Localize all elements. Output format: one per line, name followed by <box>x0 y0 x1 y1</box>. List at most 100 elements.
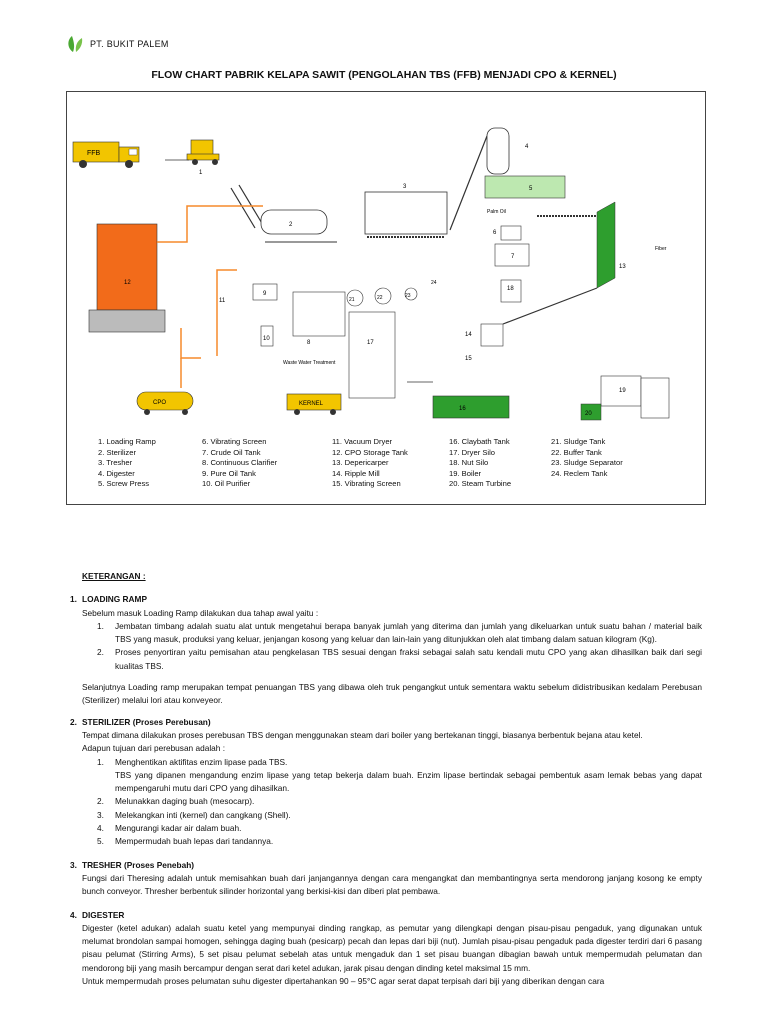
legend-item: 15. Vibrating Screen <box>332 479 401 489</box>
legend-item: 6. Vibrating Screen <box>202 437 267 446</box>
ffb-label: FFB <box>87 150 101 157</box>
paragraph: Fungsi dari Theresing adalah untuk memis… <box>82 872 702 897</box>
clarifier-icon: 8 Waste Water Treatment <box>283 291 346 366</box>
svg-text:6: 6 <box>493 230 497 236</box>
legend-item: 20. Steam Turbine <box>449 479 512 489</box>
brand-name: PT. BUKIT PALEM <box>90 39 169 49</box>
svg-text:Palm Oil: Palm Oil <box>487 209 506 215</box>
svg-text:22: 22 <box>377 295 383 301</box>
legend-column: 21. Sludge Tank 22. Buffer Tank 23. Slud… <box>551 437 623 479</box>
legend-item: 12. CPO Storage Tank <box>332 447 408 457</box>
legend-item: 24. Reclem Tank <box>551 468 608 478</box>
legend-item: 8. Continuous Clarifier <box>202 458 278 468</box>
legend-column: 11. Vacuum Dryer 12. CPO Storage Tank 13… <box>332 437 408 490</box>
brand-header: PT. BUKIT PALEM <box>66 34 169 54</box>
svg-text:21: 21 <box>349 297 355 303</box>
paragraph: Tempat dimana dilakukan proses perebusan… <box>82 729 643 740</box>
cpo-truck-icon: CPO <box>136 391 194 415</box>
svg-text:CPO: CPO <box>153 400 166 406</box>
svg-text:2: 2 <box>289 222 293 228</box>
legend-item: 11. Vacuum Dryer <box>332 437 393 446</box>
description-body: KETERANGAN : 1.LOADING RAMP Sebelum masu… <box>70 570 702 988</box>
svg-text:20: 20 <box>585 411 592 417</box>
leaf-logo-icon <box>68 36 83 52</box>
svg-text:24: 24 <box>431 280 437 286</box>
svg-text:17: 17 <box>367 340 374 346</box>
svg-text:5: 5 <box>529 186 533 192</box>
flow-chart-frame: FFB 1 2 3 4 <box>66 91 706 505</box>
claybath-tank-icon: 16 <box>432 395 510 419</box>
section-heading: 3.TRESHER (Proses Penebah) <box>70 859 195 870</box>
list-item-detail: TBS yang dipanen mengandung enzim lipase… <box>115 769 702 794</box>
ffb-truck-icon: FFB <box>72 141 140 168</box>
svg-text:10: 10 <box>263 336 270 342</box>
sterilizer-icon: 2 <box>260 209 337 243</box>
screw-press-icon: 5 <box>484 175 566 199</box>
legend-item: 22. Buffer Tank <box>551 447 602 457</box>
svg-text:15: 15 <box>465 356 472 362</box>
svg-text:3: 3 <box>403 184 407 190</box>
loader-icon <box>186 139 220 165</box>
paragraph: Digester (ketel adukan) adalah suatu ket… <box>82 922 702 973</box>
legend-item: 3. Tresher <box>98 458 133 468</box>
depericarper-icon: 13 Fiber <box>537 201 667 289</box>
legend-column: 6. Vibrating Screen 7. Crude Oil Tank 8.… <box>202 437 277 490</box>
legend-item: 5. Screw Press <box>98 479 150 489</box>
legend-item: 2. Sterilizer <box>98 447 136 457</box>
legend-item: 19. Boiler <box>449 468 482 478</box>
svg-text:7: 7 <box>511 254 515 260</box>
paragraph: Selanjutnya Loading ramp merupakan tempa… <box>82 682 702 706</box>
list-item: 5.Mempermudah buah lepas dari tandannya. <box>97 836 274 847</box>
legend-item: 16. Claybath Tank <box>449 437 510 446</box>
list-item: 2.Melunakkan daging buah (mesocarp). <box>97 796 255 807</box>
section-heading: 4.DIGESTER <box>70 909 125 920</box>
svg-text:9: 9 <box>263 291 267 297</box>
svg-text:19: 19 <box>619 388 626 394</box>
list-item: 4.Mengurangi kadar air dalam buah. <box>97 823 242 834</box>
legend-item: 23. Sludge Separator <box>551 458 623 468</box>
paragraph: Sebelum masuk Loading Ramp dilakukan dua… <box>82 607 319 618</box>
dryer-silo-icon: 17 <box>348 311 396 399</box>
legend-item: 7. Crude Oil Tank <box>202 447 261 457</box>
keterangan-heading: KETERANGAN : <box>82 571 146 581</box>
svg-text:11: 11 <box>219 298 226 304</box>
legend-item: 18. Nut Silo <box>449 458 489 468</box>
svg-text:16: 16 <box>459 406 466 412</box>
page-title: FLOW CHART PABRIK KELAPA SAWIT (PENGOLAH… <box>151 69 617 81</box>
legend-item: 4. Digester <box>98 468 135 478</box>
svg-text:18: 18 <box>507 286 514 292</box>
paragraph: Untuk mempermudah proses pelumatan suhu … <box>82 976 605 987</box>
paragraph: Adapun tujuan dari perebusan adalah : <box>82 743 226 754</box>
thresher-icon: 3 <box>364 184 448 238</box>
svg-text:8: 8 <box>307 340 311 346</box>
section-heading: 2.STERILIZER (Proses Perebusan) <box>70 716 211 727</box>
list-item: 1.Menghentikan aktifitas enzim lipase pa… <box>97 756 288 767</box>
legend-column: 16. Claybath Tank 17. Dryer Silo 18. Nut… <box>449 437 511 490</box>
boiler-icon: 19 20 <box>580 375 670 421</box>
legend-item: 13. Depericarper <box>332 458 389 468</box>
legend-item: 9. Pure Oil Tank <box>202 468 256 478</box>
legend-item: 21. Sludge Tank <box>551 437 606 446</box>
section-heading: 1.LOADING RAMP <box>70 594 147 605</box>
legend-item: 1. Loading Ramp <box>98 437 156 446</box>
svg-text:23: 23 <box>405 293 411 299</box>
legend-item: 17. Dryer Silo <box>449 447 496 457</box>
process-diagram: FFB 1 2 3 4 <box>72 127 670 421</box>
list-item: 1.Jembatan timbang adalah suatu alat unt… <box>97 620 702 645</box>
svg-text:13: 13 <box>619 264 626 270</box>
svg-text:4: 4 <box>525 144 529 150</box>
cpo-storage-tank-icon: 12 <box>88 223 166 333</box>
list-item: 2.Proses penyortiran yaitu pemisahan ata… <box>97 647 702 671</box>
legend-item: 10. Oil Purifier <box>202 479 251 489</box>
svg-text:Waste Water Treatment: Waste Water Treatment <box>283 360 336 366</box>
svg-text:KERNEL: KERNEL <box>299 401 324 407</box>
legend-column: 1. Loading Ramp 2. Sterilizer 3. Tresher… <box>98 437 156 490</box>
kernel-truck-icon: KERNEL <box>286 393 342 415</box>
list-item: 3.Melekangkan inti (kernel) dan cangkang… <box>97 809 291 820</box>
svg-text:Fiber: Fiber <box>655 246 667 252</box>
svg-text:1: 1 <box>199 170 203 176</box>
svg-text:14: 14 <box>465 332 472 338</box>
digester-icon: 4 <box>486 127 529 175</box>
legend-item: 14. Ripple Mill <box>332 468 380 478</box>
svg-text:12: 12 <box>124 280 131 286</box>
